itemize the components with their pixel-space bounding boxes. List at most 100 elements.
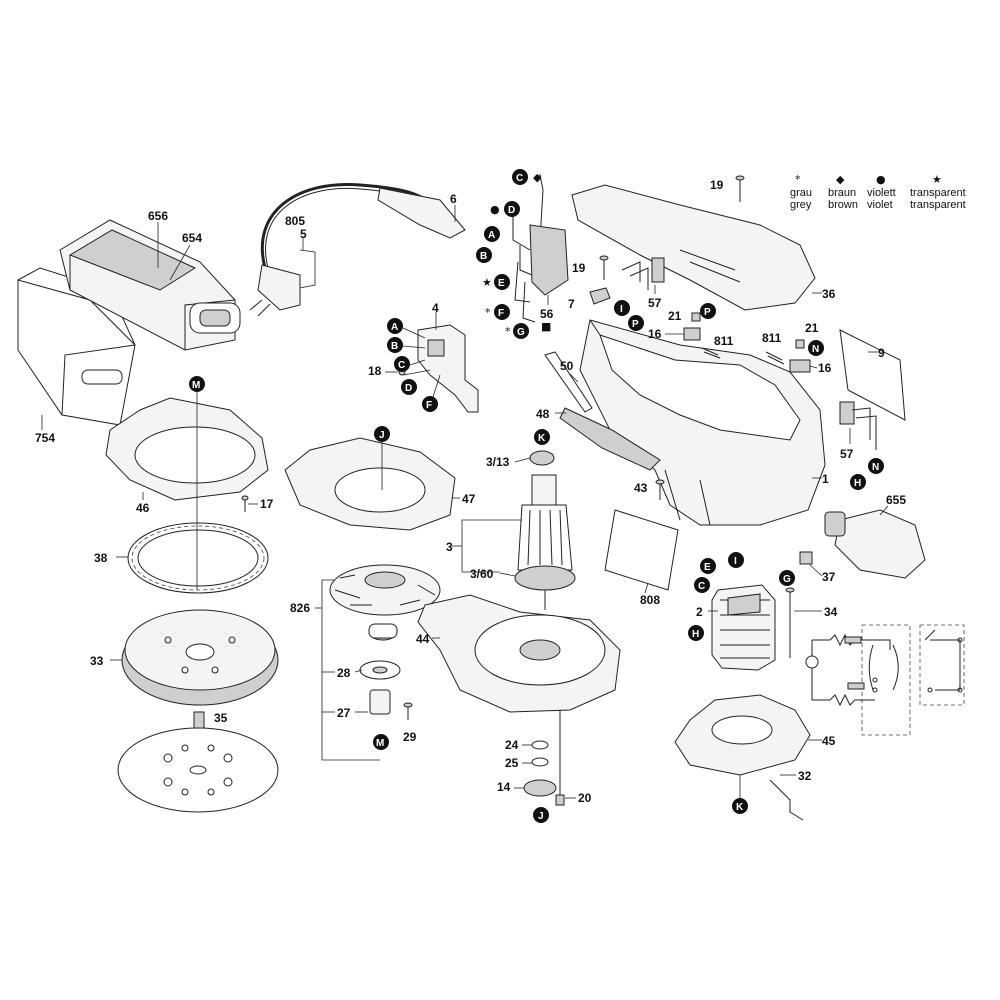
label-811-right: 811 bbox=[762, 331, 782, 345]
badge-d-switch bbox=[401, 379, 417, 395]
svg-text:I: I bbox=[620, 304, 623, 315]
svg-text:A: A bbox=[391, 322, 398, 333]
label-44: 44 bbox=[416, 632, 430, 646]
label-29: 29 bbox=[403, 730, 417, 744]
legend-transparent-en: transparent bbox=[910, 199, 966, 211]
label-3: 3 bbox=[446, 540, 453, 554]
legend-transparent-de: transparent bbox=[910, 187, 966, 199]
label-826: 826 bbox=[290, 601, 310, 615]
badge-b-switch bbox=[387, 337, 403, 353]
sanding-disc bbox=[117, 727, 279, 813]
badge-g-stator bbox=[779, 570, 795, 586]
mark-grey-g: * bbox=[505, 325, 511, 338]
brush-holder-57-right: 57 bbox=[839, 401, 877, 461]
label-4: 4 bbox=[432, 301, 439, 315]
label-17: 17 bbox=[260, 497, 274, 511]
skirt-46: 46 17 bbox=[105, 397, 274, 515]
svg-text:J: J bbox=[538, 811, 544, 822]
base-44: 44 bbox=[416, 594, 621, 713]
label-24: 24 bbox=[505, 738, 519, 752]
badge-d-wire bbox=[504, 201, 520, 217]
label-20: 20 bbox=[578, 791, 592, 805]
label-811-left: 811 bbox=[714, 334, 734, 348]
legend-grey-en: grey bbox=[790, 199, 812, 211]
badge-i-stator bbox=[728, 552, 744, 568]
label-43: 43 bbox=[634, 481, 648, 495]
badge-e-stator bbox=[700, 558, 716, 574]
svg-text:M: M bbox=[376, 738, 384, 749]
badge-n-top bbox=[808, 340, 824, 356]
label-16-right: 16 bbox=[818, 361, 832, 375]
label-656: 656 bbox=[148, 209, 168, 223]
label-50: 50 bbox=[560, 359, 574, 373]
label-57-top: 57 bbox=[648, 296, 662, 310]
svg-text:K: K bbox=[736, 802, 744, 813]
svg-text:N: N bbox=[872, 462, 879, 473]
label-48: 48 bbox=[536, 407, 550, 421]
badge-p-right bbox=[700, 303, 716, 319]
label-808: 808 bbox=[640, 593, 660, 607]
svg-text:C: C bbox=[516, 173, 523, 184]
label-46: 46 bbox=[136, 501, 150, 515]
badge-c-stator bbox=[694, 577, 710, 593]
badge-b-wire bbox=[476, 247, 492, 263]
stator-2: 2 34 bbox=[696, 584, 838, 671]
badge-p-left bbox=[628, 315, 644, 331]
badge-c-wire bbox=[512, 169, 528, 185]
svg-text:C: C bbox=[698, 581, 705, 592]
svg-text:H: H bbox=[692, 629, 699, 640]
label-754: 754 bbox=[35, 431, 55, 445]
handle-50: 50 bbox=[544, 351, 593, 413]
badge-f-wire bbox=[494, 304, 510, 320]
svg-text:D: D bbox=[508, 205, 515, 216]
svg-text:M: M bbox=[192, 380, 200, 391]
svg-text:A: A bbox=[488, 230, 495, 241]
label-18: 18 bbox=[368, 364, 382, 378]
badge-g-wire bbox=[513, 323, 529, 339]
mark-56: ■ bbox=[541, 320, 551, 333]
label-38: 38 bbox=[94, 551, 108, 565]
svg-text:J: J bbox=[379, 430, 385, 441]
label-655: 655 bbox=[886, 493, 906, 507]
legend-violet-de: violett bbox=[867, 187, 896, 199]
mark-grey-f: * bbox=[485, 306, 491, 319]
label-19-screw: 19 bbox=[572, 261, 586, 275]
svg-text:C: C bbox=[398, 360, 405, 371]
label-9: 9 bbox=[878, 346, 885, 360]
label-plate-9: 9 bbox=[839, 329, 906, 421]
foil-808: 808 bbox=[604, 509, 679, 607]
badge-k-armature bbox=[534, 429, 550, 445]
badge-k-bottom bbox=[732, 798, 748, 814]
svg-text:F: F bbox=[498, 308, 504, 319]
label-32: 32 bbox=[798, 769, 812, 783]
power-cord-805: 805 5 6 bbox=[249, 182, 466, 317]
svg-text:P: P bbox=[704, 307, 711, 318]
label-19-cover: 19 bbox=[710, 178, 724, 192]
badge-f-switch bbox=[422, 396, 438, 412]
wire-set-56: 56 ■ bbox=[512, 173, 569, 333]
label-6: 6 bbox=[450, 192, 457, 206]
svg-text:G: G bbox=[517, 327, 525, 338]
label-16-left: 16 bbox=[648, 327, 662, 341]
bearing-housing-45: 45 bbox=[674, 694, 836, 776]
label-33: 33 bbox=[90, 654, 104, 668]
label-14: 14 bbox=[497, 780, 511, 794]
mark-violet: ● bbox=[490, 203, 500, 216]
cover-36: 36 19 bbox=[571, 175, 836, 311]
label-34: 34 bbox=[824, 605, 838, 619]
label-1: 1 bbox=[822, 472, 829, 486]
label-27: 27 bbox=[337, 706, 351, 720]
svg-text:N: N bbox=[812, 344, 819, 355]
wire-32: 32 bbox=[769, 769, 812, 821]
legend-brown-de: braun bbox=[828, 187, 856, 199]
switch-4: 4 18 bbox=[368, 301, 479, 413]
small-parts-top: 19 7 57 16 21 811 811 21 16 bbox=[568, 255, 832, 375]
label-37: 37 bbox=[822, 570, 836, 584]
svg-text:G: G bbox=[783, 574, 791, 585]
ring-38: 38 bbox=[94, 522, 269, 594]
svg-text:B: B bbox=[480, 251, 487, 262]
label-21-right: 21 bbox=[805, 321, 819, 335]
legend-violet-en: violet bbox=[867, 199, 893, 211]
housing-1: 1 bbox=[579, 319, 829, 526]
